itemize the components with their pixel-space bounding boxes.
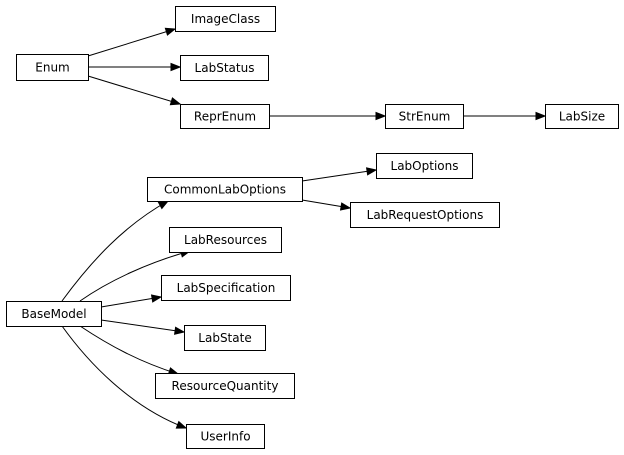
edge-line — [79, 325, 179, 375]
node-box — [545, 104, 619, 129]
edge-line — [100, 319, 185, 333]
arrow-head-icon — [150, 294, 163, 303]
node-labsize[interactable]: LabSize — [545, 104, 619, 129]
edge-enum-to-imageclass — [87, 27, 177, 57]
node-box — [169, 227, 282, 253]
node-labstatus[interactable]: LabStatus — [180, 55, 269, 81]
node-box — [155, 373, 295, 399]
edge-line — [301, 169, 377, 182]
node-box — [180, 55, 269, 81]
node-label: ReprEnum — [194, 110, 256, 124]
arrow-head-icon — [173, 326, 186, 335]
node-label: StrEnum — [399, 110, 451, 124]
edge-line — [61, 200, 169, 302]
node-userinfo[interactable]: UserInfo — [186, 424, 265, 449]
arrow-head-icon — [375, 111, 387, 121]
edge-line — [100, 296, 162, 308]
edge-basemodel-to-labstate — [100, 319, 186, 335]
node-labspecification[interactable]: LabSpecification — [161, 275, 291, 301]
node-label: Enum — [35, 61, 69, 75]
edge-enum-to-reprenum — [87, 75, 182, 106]
node-label: UserInfo — [200, 430, 250, 444]
arrow-head-icon — [170, 62, 182, 72]
node-box — [175, 6, 276, 32]
node-label: BaseModel — [21, 307, 86, 321]
edge-commonlaboptions-to-laboptions — [301, 167, 378, 182]
arrow-head-icon — [365, 167, 378, 176]
edge-line — [87, 28, 176, 57]
node-box — [186, 424, 265, 449]
node-basemodel[interactable]: BaseModel — [6, 301, 102, 327]
edge-basemodel-to-labspecification — [100, 294, 163, 308]
edge-enum-to-labstatus — [88, 62, 182, 72]
node-box — [16, 54, 89, 81]
edge-basemodel-to-commonlaboptions — [61, 200, 170, 302]
node-imageclass[interactable]: ImageClass — [175, 6, 276, 32]
node-enum[interactable]: Enum — [16, 54, 89, 81]
edge-line — [79, 250, 191, 302]
node-box — [6, 301, 102, 327]
node-box — [385, 104, 464, 129]
edge-basemodel-to-resourcequantity — [79, 325, 180, 376]
node-label: LabSize — [559, 110, 605, 124]
node-strenum[interactable]: StrEnum — [385, 104, 464, 129]
node-labresources[interactable]: LabResources — [169, 227, 282, 253]
arrow-head-icon — [164, 27, 177, 36]
edges-layer — [61, 27, 547, 429]
node-box — [180, 104, 270, 129]
node-box — [161, 275, 291, 301]
node-label: CommonLabOptions — [164, 183, 286, 197]
node-box — [184, 325, 266, 351]
node-box — [350, 202, 500, 228]
node-label: LabRequestOptions — [367, 208, 484, 222]
edge-basemodel-to-userinfo — [61, 325, 188, 429]
node-box — [147, 177, 303, 202]
edge-reprenum-to-strenum — [269, 111, 387, 121]
arrow-head-icon — [157, 200, 170, 210]
node-reprenum[interactable]: ReprEnum — [180, 104, 270, 129]
arrow-head-icon — [535, 111, 547, 121]
arrow-head-icon — [169, 97, 182, 106]
edge-line — [87, 75, 181, 105]
node-label: ImageClass — [191, 12, 260, 26]
node-label: LabSpecification — [177, 281, 276, 295]
edge-strenum-to-labsize — [463, 111, 547, 121]
node-resourcequantity[interactable]: ResourceQuantity — [155, 373, 295, 399]
arrow-head-icon — [175, 420, 188, 429]
node-label: LabStatus — [195, 61, 255, 75]
node-label: LabResources — [184, 233, 267, 247]
node-commonlaboptions[interactable]: CommonLabOptions — [147, 177, 303, 202]
node-label: ResourceQuantity — [172, 379, 279, 393]
arrow-head-icon — [339, 202, 352, 211]
node-laboptions[interactable]: LabOptions — [376, 153, 473, 179]
node-label: LabOptions — [391, 159, 459, 173]
node-labstate[interactable]: LabState — [184, 325, 266, 351]
node-box — [376, 153, 473, 179]
edge-line — [61, 325, 187, 429]
node-labrequestoptions[interactable]: LabRequestOptions — [350, 202, 500, 228]
node-label: LabState — [198, 331, 251, 345]
edge-commonlaboptions-to-labrequestoptions — [301, 199, 352, 211]
